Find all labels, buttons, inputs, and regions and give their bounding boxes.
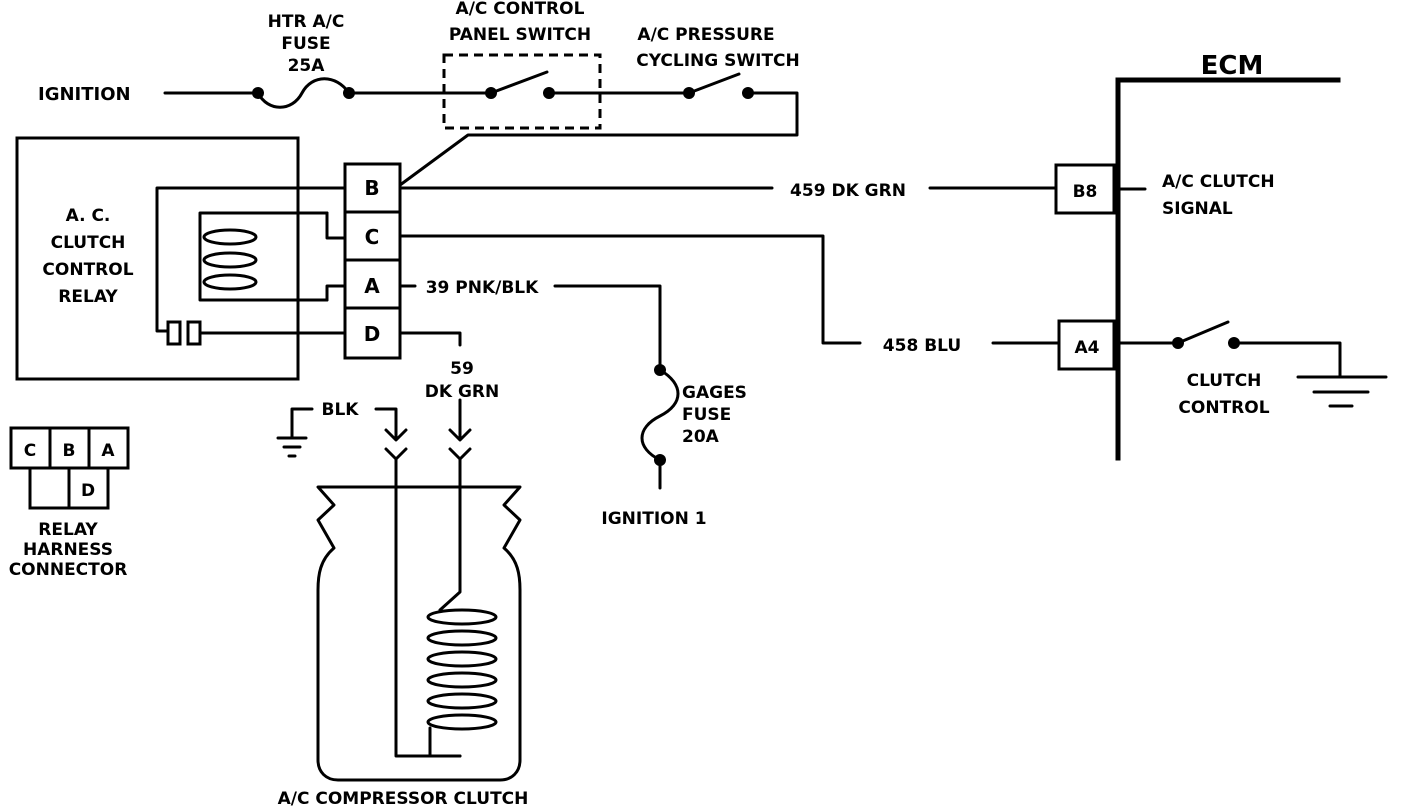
ignition-1-label: IGNITION 1 <box>601 509 706 529</box>
clutch-coil-loop-6 <box>426 713 498 731</box>
ecm-pin-b8 <box>1054 163 1116 215</box>
harness-label-line2: HARNESS <box>23 540 113 560</box>
pressure-cycling-switch: A/C PRESSURE CYCLING SWITCH <box>394 25 800 190</box>
circuit-wires: 459 DK GRN 458 BLU 39 PNK/BLK 59 DK GRN <box>398 181 1061 402</box>
wire-39-label: 39 PNK/BLK <box>426 278 539 298</box>
clutch-coil-loop-1 <box>426 608 498 626</box>
harness-pin-d-label: D <box>81 481 95 501</box>
relay-coil-loop-2 <box>202 251 258 269</box>
panel-switch: A/C CONTROL PANEL SWITCH <box>442 0 690 130</box>
ecm-pin-b8-label: B8 <box>1073 182 1098 202</box>
relay-pin-b-label: B <box>364 176 379 200</box>
harness-pin-b-label: B <box>63 441 76 461</box>
ecm-pin-a4 <box>1057 319 1116 371</box>
wire-39-right <box>553 284 662 372</box>
pressure-switch-label-line1: A/C PRESSURE <box>637 25 774 45</box>
htr-fuse-label-line1: HTR A/C <box>268 12 345 32</box>
clutch-control-label-line1: CLUTCH <box>1187 371 1262 391</box>
relay-coil-loop-3 <box>202 273 258 291</box>
clutch-coil-feed <box>438 457 462 612</box>
relay-harness-connector: C B A D RELAY HARNESS CONNECTOR <box>9 426 130 580</box>
relay-housing <box>15 136 300 381</box>
clutch-coil-loop-4 <box>426 671 498 689</box>
clutch-coil-loop-5 <box>426 692 498 710</box>
relay-contact-wire-b <box>155 186 347 333</box>
clutch-control-ground-wire <box>1232 341 1342 378</box>
harness-pin-c-label: C <box>24 441 36 461</box>
wire-59-label-line2: DK GRN <box>425 382 499 402</box>
wire-458-left <box>398 234 862 345</box>
htr-fuse-symbol <box>256 77 351 109</box>
relay-contact-right <box>186 320 202 346</box>
pressure-switch-label-line2: CYCLING SWITCH <box>636 51 800 71</box>
ecm-boundary <box>1115 77 1341 461</box>
wire-59-from-pin-d <box>398 331 462 347</box>
relay-contact-left <box>166 320 182 346</box>
compressor-clutch: A/C COMPRESSOR CLUTCH <box>278 457 529 808</box>
relay-label-line3: CONTROL <box>42 260 133 280</box>
panel-switch-label-line1: A/C CONTROL <box>456 0 585 19</box>
relay-pin-d <box>343 306 402 360</box>
clutch-signal-label-line1: A/C CLUTCH <box>1162 172 1275 192</box>
harness-pin-empty <box>28 466 71 510</box>
blk-ground-wire <box>290 407 314 440</box>
panel-switch-label-line2: PANEL SWITCH <box>449 25 591 45</box>
ignition-label: IGNITION <box>38 84 131 105</box>
compressor-connectors: BLK <box>276 398 472 461</box>
ecm-label: ECM <box>1201 51 1264 81</box>
relay-pin-c-label: C <box>365 225 380 249</box>
clutch-control-switch-blade <box>1176 320 1230 345</box>
relay-pin-c <box>343 210 402 262</box>
panel-switch-dashed-box <box>442 53 602 130</box>
relay-coil-to-pin-c <box>325 211 347 240</box>
blk-connector-top <box>384 428 408 442</box>
relay-label-line2: CLUTCH <box>51 233 126 253</box>
relay-pin-d-label: D <box>364 322 381 346</box>
wire-59-label-line1: 59 <box>450 359 474 379</box>
relay-coil-loop-1 <box>202 228 258 246</box>
ignition-feed: IGNITION HTR A/C FUSE 25A <box>38 12 492 109</box>
wire-pressure-switch-to-relay-b <box>394 91 799 190</box>
relay-coil-to-pin-a <box>325 284 347 302</box>
relay-label-line4: RELAY <box>58 287 118 307</box>
ecm: ECM B8 A/C CLUTCH SIGNAL A4 CLUTCH CONTR… <box>1054 51 1388 461</box>
clutch-control-relay: A. C. CLUTCH CONTROL RELAY B C A D <box>15 136 402 381</box>
blk-label: BLK <box>322 400 360 420</box>
relay-label-line1: A. C. <box>66 206 111 226</box>
htr-fuse-label-line3: 25A <box>288 56 326 76</box>
harness-label-line1: RELAY <box>38 520 98 540</box>
ecm-pin-a4-label: A4 <box>1075 338 1100 358</box>
relay-coil-frame <box>198 211 329 302</box>
wire-459-label: 459 DK GRN <box>790 181 906 201</box>
gages-fuse: GAGES FUSE 20A IGNITION 1 <box>601 364 747 529</box>
blk-wire <box>374 407 398 440</box>
gages-fuse-label-line3: 20A <box>682 427 720 447</box>
clutch-coil-loop-2 <box>426 629 498 647</box>
wire-458-label: 458 BLU <box>883 336 961 356</box>
gages-fuse-symbol <box>640 368 680 462</box>
clutch-coil-tail <box>428 726 462 758</box>
panel-switch-blade <box>489 70 549 95</box>
dk-grn-connector-top <box>448 428 472 442</box>
clutch-coil-loop-3 <box>426 650 498 668</box>
gages-fuse-label-line1: GAGES <box>682 383 747 403</box>
harness-pin-a <box>87 426 130 470</box>
compressor-clutch-housing <box>316 485 522 782</box>
harness-label-line3: CONNECTOR <box>9 560 128 580</box>
clutch-coil-return <box>394 457 462 758</box>
clutch-signal-label-line2: SIGNAL <box>1162 199 1233 219</box>
compressor-clutch-label: A/C COMPRESSOR CLUTCH <box>278 789 529 808</box>
pressure-switch-blade <box>687 72 741 95</box>
harness-pin-a-label: A <box>101 441 115 461</box>
clutch-control-label-line2: CONTROL <box>1178 398 1269 418</box>
relay-pin-a-label: A <box>364 274 380 298</box>
gages-fuse-label-line2: FUSE <box>682 405 731 425</box>
htr-fuse-label-line2: FUSE <box>281 34 330 54</box>
harness-pin-d <box>67 466 110 510</box>
